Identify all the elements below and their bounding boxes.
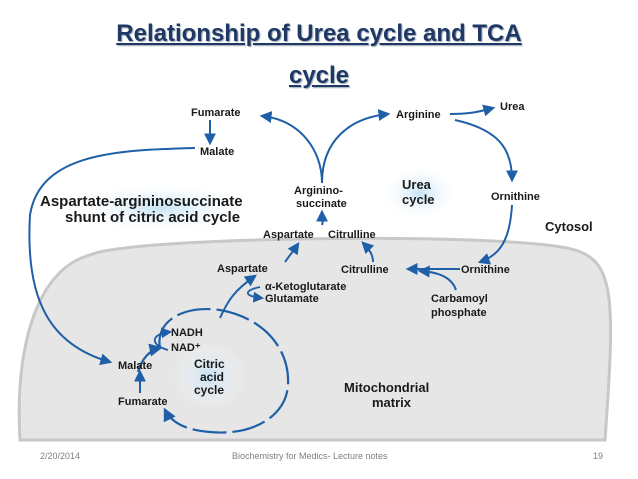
label-citrulline-mito: Citrulline	[341, 264, 389, 276]
citric-cycle-ring	[158, 307, 290, 434]
label-urea-cycle-line1: Urea	[402, 177, 432, 192]
label-malate-top: Malate	[200, 146, 234, 158]
aspartate-transport-arrow	[284, 242, 300, 263]
footer-date: 2/20/2014	[40, 451, 81, 461]
shunt-loop-arrow	[28, 147, 196, 366]
label-nadh: NADH	[171, 327, 203, 339]
label-aspartate-mito: Aspartate	[217, 263, 268, 275]
label-citrulline-cytosol: Citrulline	[328, 229, 376, 241]
label-acid: acid	[200, 370, 224, 384]
label-carbamoyl: Carbamoyl	[431, 293, 488, 305]
label-ornithine-cytosol: Ornithine	[491, 191, 540, 203]
label-shunt-line2: shunt of citric acid cycle	[65, 209, 240, 226]
label-cycle: cycle	[194, 383, 224, 397]
label-malate-mito: Malate	[118, 360, 152, 372]
label-fumarate-mito: Fumarate	[118, 396, 168, 408]
label-ornithine-mito: Ornithine	[461, 264, 510, 276]
label-arginino: Arginino-	[294, 185, 343, 197]
malate-to-oaa-segment	[136, 343, 163, 373]
mitochondrion-shape	[17, 236, 613, 442]
arginine-to-urea-arrow	[449, 104, 496, 117]
ketoglutarate-glutamate-arrow	[246, 286, 265, 303]
ornithine-to-mito-ornithine-arrow	[477, 204, 513, 265]
urea-cycle-glow	[380, 165, 460, 221]
label-shunt-line1: Aspartate-argininosuccinate	[40, 193, 243, 210]
argininosuccinate-to-arginine-arrow	[321, 109, 391, 184]
shunt-glow	[65, 182, 255, 234]
slide-title-line-1: Relationship of Urea cycle and TCA	[116, 20, 522, 47]
arginine-to-ornithine-arrow	[454, 119, 518, 183]
label-ketoglutarate: α-Ketoglutarate	[265, 281, 346, 293]
aspartate-citrulline-to-argininosuccinate-arrow	[316, 209, 329, 226]
label-mitochondrial: Mitochondrial	[344, 380, 429, 395]
label-urea-cycle-line2: cycle	[402, 192, 435, 207]
label-cytosol: Cytosol	[545, 219, 593, 234]
label-urea: Urea	[500, 101, 525, 113]
carbamoyl-to-citrulline-arrow	[417, 265, 457, 291]
label-arginine: Arginine	[396, 109, 441, 121]
citrulline-transport-arrow	[361, 241, 375, 263]
slide-title-line-2: cycle	[288, 62, 350, 89]
footer-page-number: 19	[593, 451, 604, 461]
label-nad: NAD⁺	[171, 342, 201, 354]
label-matrix: matrix	[372, 395, 412, 410]
nad-nadh-arrow	[153, 327, 173, 351]
transamination-arrow	[219, 274, 257, 319]
label-aspartate-cytosol: Aspartate	[263, 229, 314, 241]
label-succinate: succinate	[296, 198, 347, 210]
footer-title: Biochemistry for Medics- Lecture notes	[232, 451, 388, 461]
label-citric: Citric	[194, 357, 225, 371]
label-phosphate: phosphate	[431, 307, 487, 319]
label-fumarate-top: Fumarate	[191, 107, 241, 119]
argininosuccinate-to-fumarate-arrow	[259, 111, 323, 184]
label-glutamate: Glutamate	[265, 293, 319, 305]
citric-cycle-glow	[172, 342, 248, 410]
